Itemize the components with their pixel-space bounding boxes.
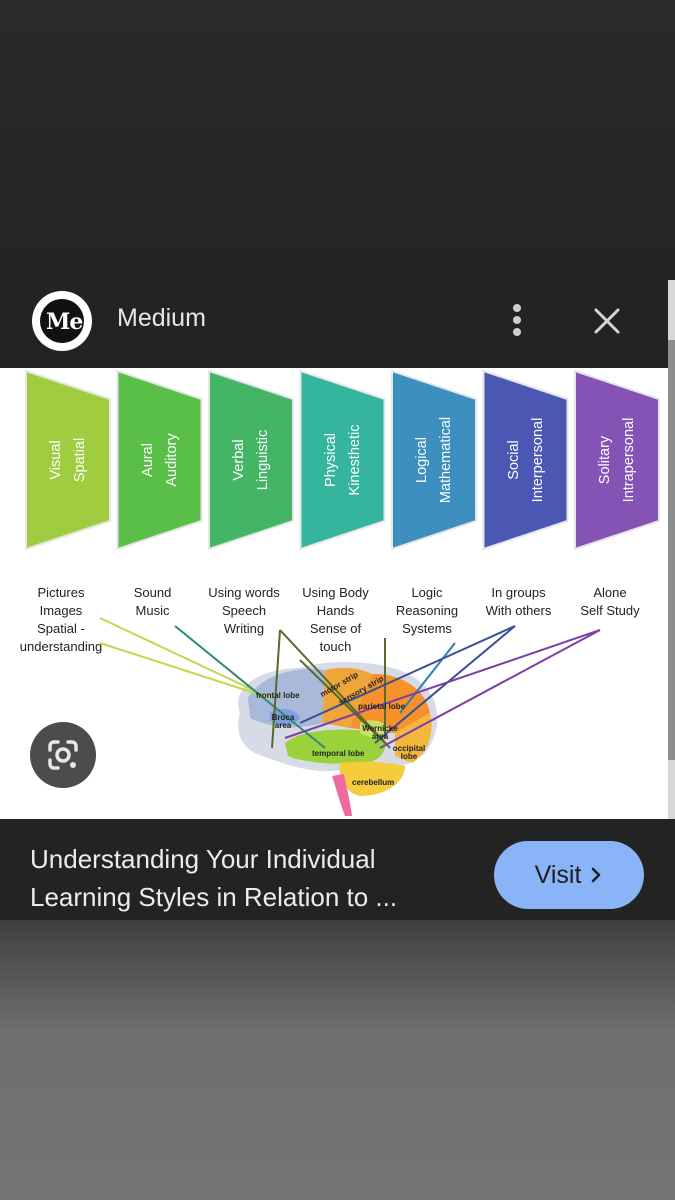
background-bottom — [0, 920, 675, 1200]
logo-text: Me — [46, 309, 83, 335]
description-line: Alone — [593, 585, 627, 600]
brain-label-wernicke: Wernicke area — [362, 724, 398, 741]
description-line: Using words — [208, 585, 280, 600]
description-line: Images — [39, 603, 83, 618]
description-line: Hands — [316, 603, 355, 618]
description-line: Music — [135, 603, 170, 618]
panel-4 — [391, 369, 477, 551]
description-line: Writing — [223, 621, 265, 636]
panel-2 — [208, 369, 294, 551]
panel-5 — [482, 369, 569, 551]
panel-0 — [25, 369, 111, 551]
description-line: Sound — [133, 585, 172, 600]
learning-style-panels — [25, 369, 660, 551]
description-line: Systems — [402, 621, 452, 636]
panel-3 — [299, 369, 386, 551]
brain-illustration — [99, 617, 601, 816]
panel-6 — [574, 369, 660, 551]
close-icon[interactable] — [588, 302, 626, 340]
google-lens-icon[interactable] — [30, 722, 96, 788]
brain-label-temporal: temporal lobe — [312, 749, 365, 758]
result-title-line-1: Understanding Your Individual — [30, 844, 376, 874]
result-title-line-2: Learning Styles in Relation to ... — [30, 882, 398, 912]
site-logo[interactable]: Me — [32, 291, 92, 351]
brain-label-occipital: occipital lobe — [392, 744, 426, 761]
description-line: Pictures — [37, 585, 85, 600]
more-vert-icon[interactable] — [504, 300, 532, 340]
description-line: Self Study — [580, 603, 640, 618]
result-header — [0, 280, 675, 368]
site-name[interactable]: Medium — [117, 304, 206, 332]
background-top — [0, 0, 675, 280]
description-line: In groups — [491, 585, 546, 600]
description-line: Reasoning — [395, 603, 459, 618]
visit-button[interactable]: Visit — [494, 841, 644, 909]
description-line: Speech — [221, 603, 267, 618]
visit-button-label: Visit — [534, 860, 582, 889]
panel-1 — [116, 369, 203, 551]
description-line: Sense of — [309, 621, 362, 636]
brain-label-parietal: parietal lobe — [358, 702, 406, 711]
description-line: Using Body — [302, 585, 369, 600]
brain-label-broca: Broca area — [271, 713, 295, 730]
description-line: touch — [319, 639, 352, 654]
description-line: Spatial - — [37, 621, 85, 636]
description-line: With others — [485, 603, 552, 618]
brain-label-cerebellum: cerebellum — [352, 778, 395, 787]
description-line: understanding — [19, 639, 103, 654]
scrollbar-thumb[interactable] — [668, 340, 675, 760]
chevron-right-icon — [592, 867, 601, 883]
description-line: Logic — [411, 585, 443, 600]
result-title[interactable]: Understanding Your Individual Learning S… — [30, 840, 475, 916]
brain-label-frontal: frontal lobe — [256, 691, 300, 700]
